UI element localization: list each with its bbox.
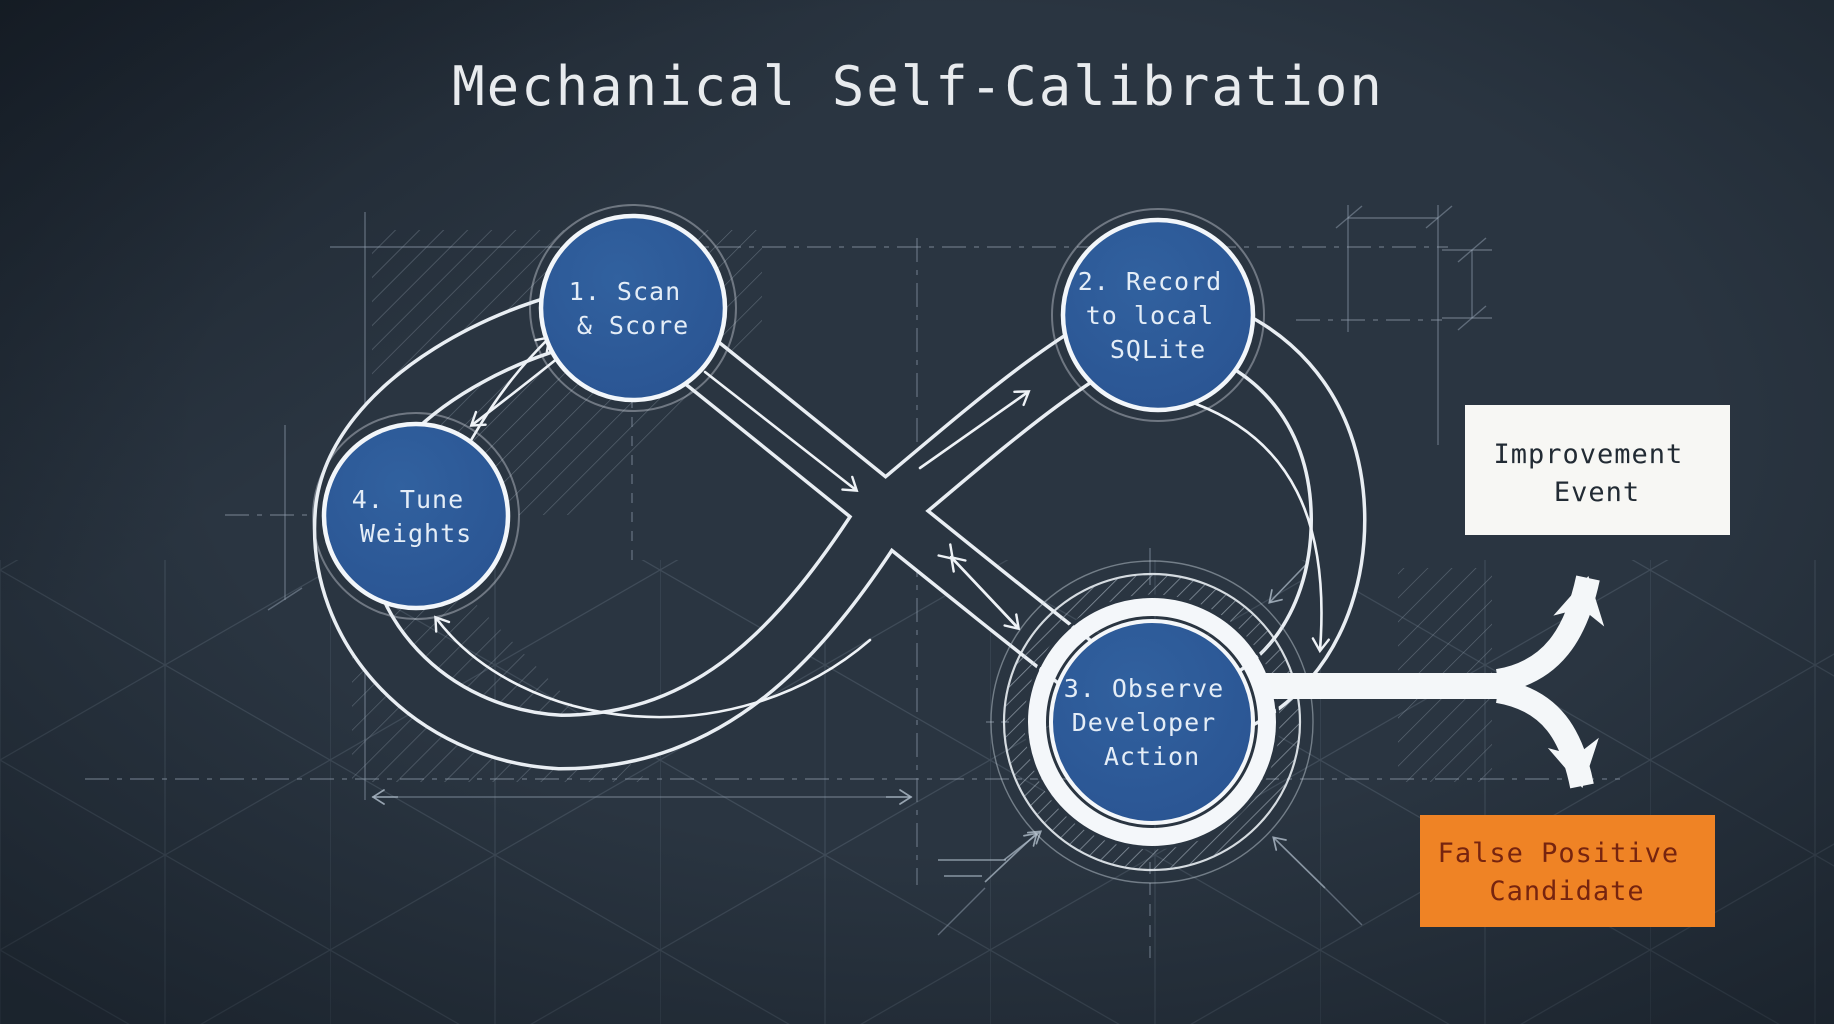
node-record-line2: to local	[1086, 301, 1214, 330]
observe-node-rings	[990, 560, 1314, 884]
node-observe-line1: 3. Observe	[1064, 674, 1225, 703]
improvement-line1: Improvement	[1493, 439, 1683, 470]
node-record-label: 2. Record to local SQLite	[1078, 267, 1239, 364]
node-scan-circle	[538, 213, 728, 403]
node-scan: 1. Scan & Score	[529, 204, 737, 412]
false-positive-rect	[1420, 815, 1715, 927]
node-scan-line1: 1. Scan	[569, 277, 681, 306]
node-tune-label: 4. Tune Weights	[352, 485, 480, 548]
arrow-loop-to-tune	[434, 615, 872, 719]
node-scan-label: 1. Scan & Score	[569, 277, 697, 340]
branch-down-arrow	[1495, 679, 1599, 789]
node-tune-circle	[321, 421, 511, 611]
node-scan-line2: & Score	[577, 311, 689, 340]
node-observe: 3. Observe Developer Action	[1028, 598, 1276, 846]
construction-lines	[85, 205, 1620, 960]
improvement-event-rect	[1465, 405, 1730, 535]
node-record: 2. Record to local SQLite	[1051, 208, 1265, 422]
node-tune-line2: Weights	[360, 519, 472, 548]
arrow-scan-to-cross	[703, 370, 859, 492]
arrow-bidirectional-up	[949, 555, 1020, 630]
node-observe-label: 3. Observe Developer Action	[1064, 674, 1241, 771]
branch-arrow	[1262, 575, 1605, 789]
node-tune: 4. Tune Weights	[312, 412, 520, 620]
node-record-circle	[1060, 217, 1256, 413]
arrow-record-to-observe	[1194, 402, 1331, 654]
branch-up-arrow	[1495, 575, 1605, 693]
improvement-line2: Event	[1554, 477, 1640, 508]
node-observe-ring	[1028, 598, 1276, 846]
node-record-line1: 2. Record	[1078, 267, 1222, 296]
node-tune-line1: 4. Tune	[352, 485, 464, 514]
node-observe-line3: Action	[1104, 742, 1200, 771]
false-positive-line2: Candidate	[1489, 876, 1644, 907]
improvement-event-label: Improvement Event	[1493, 439, 1700, 508]
node-record-line3: SQLite	[1110, 335, 1206, 364]
false-positive-line1: False Positive	[1438, 838, 1680, 869]
arrow-cross-to-record	[918, 390, 1031, 470]
node-observe-line2: Developer	[1072, 708, 1216, 737]
false-positive-label: False Positive Candidate	[1438, 838, 1697, 907]
improvement-event-box: Improvement Event	[1465, 405, 1730, 535]
page-title: Mechanical Self-Calibration	[452, 55, 1384, 118]
false-positive-box: False Positive Candidate	[1420, 815, 1715, 927]
node-observe-circle	[1049, 619, 1255, 825]
